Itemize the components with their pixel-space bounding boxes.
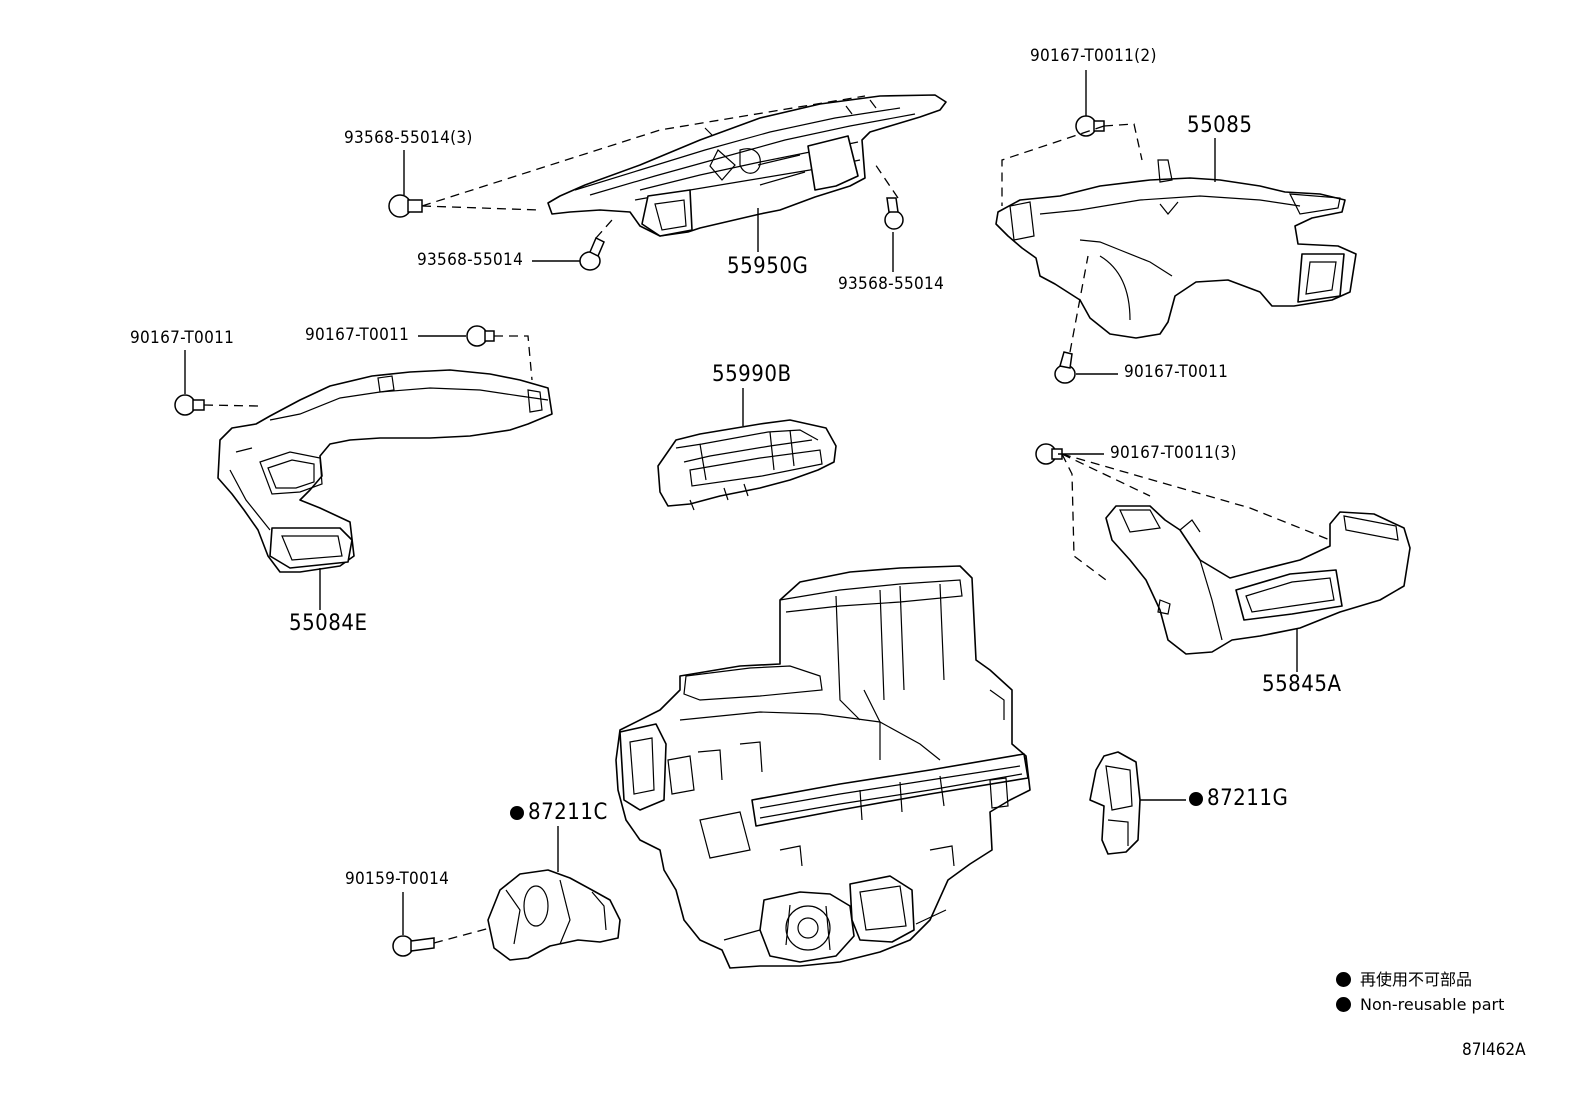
side-duct-55845a <box>1105 505 1411 655</box>
legend-english-text: Non-reusable part <box>1360 995 1505 1014</box>
label-55085: 55085 <box>1187 113 1253 138</box>
label-55990b: 55990B <box>712 362 792 387</box>
label-87211g: 87211G <box>1189 788 1288 810</box>
bullet-dot-icon <box>1336 997 1351 1012</box>
non-reusable-marker-icon <box>510 806 524 820</box>
legend-line-japanese: 再使用不可部品 <box>1336 972 1472 988</box>
duct-87211c <box>487 869 621 961</box>
label-87211g-text: 87211G <box>1207 786 1289 811</box>
side-duct-55085 <box>995 159 1357 339</box>
label-90167-t0011-right: 90167-T0011 <box>1124 362 1229 382</box>
dashed-alignment-lines <box>203 95 1331 944</box>
hvac-unit <box>615 565 1031 969</box>
fastener-drawings <box>174 115 1105 957</box>
label-90167-t0011-3: 90167-T0011(3) <box>1110 443 1237 463</box>
legend-japanese-text: 再使用不可部品 <box>1360 970 1473 989</box>
label-87211c: 87211C <box>510 802 608 824</box>
label-55084e: 55084E <box>289 611 368 636</box>
label-90167-t0011-lefttop: 90167-T0011 <box>305 325 410 345</box>
label-55845a: 55845A <box>1262 672 1342 697</box>
figure-code: 87I462A <box>1462 1040 1526 1060</box>
duct-87211g <box>1089 751 1141 855</box>
bullet-dot-icon <box>1336 972 1351 987</box>
label-93568-55014-left: 93568-55014 <box>417 250 524 270</box>
label-55950g: 55950G <box>727 254 809 279</box>
side-duct-55084e <box>217 369 553 573</box>
leader-lines <box>184 70 1298 935</box>
label-93568-55014-right: 93568-55014 <box>838 274 945 294</box>
center-duct-55990b <box>657 419 837 511</box>
defroster-nozzle-55950g <box>547 94 947 237</box>
label-87211c-text: 87211C <box>528 800 608 825</box>
label-90167-t0011-2: 90167-T0011(2) <box>1030 46 1157 66</box>
label-93568-55014-3: 93568-55014(3) <box>344 128 473 148</box>
legend-line-english: Non-reusable part <box>1336 997 1504 1013</box>
non-reusable-marker-icon <box>1189 792 1203 806</box>
label-90159-t0014: 90159-T0014 <box>345 869 450 889</box>
label-90167-t0011-left: 90167-T0011 <box>130 328 235 348</box>
